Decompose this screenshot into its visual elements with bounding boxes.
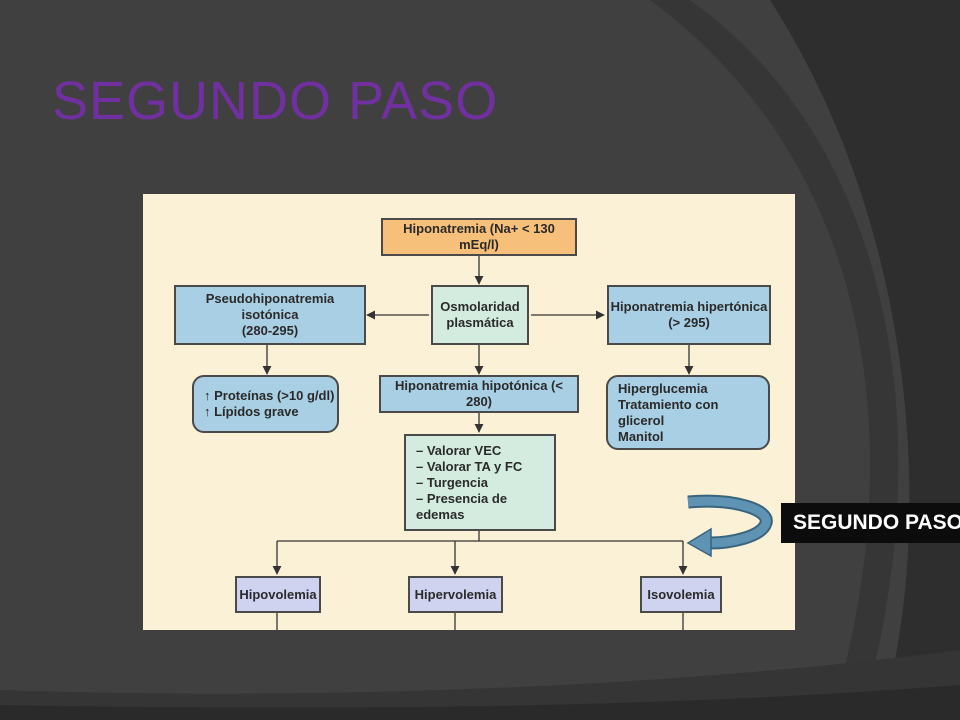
pseudohiponatremia-node: Pseudohiponatremia isotónica (280-295) — [174, 285, 366, 345]
flowchart-connectors — [262, 256, 694, 630]
hiponatremia-hipertonica-node: Hiponatremia hipertónica (> 295) — [607, 285, 771, 345]
hipovolemia-node: Hipovolemia — [235, 576, 321, 613]
hipervolemia-node: Hipervolemia — [408, 576, 503, 613]
curved-arrow-icon — [686, 494, 773, 558]
callout-label: SEGUNDO PASO — [793, 511, 960, 534]
hyponatremia-flowchart: Hiponatremia (Na+ < 130 mEq/l) Osmolarid… — [143, 194, 795, 630]
isovolemia-node: Isovolemia — [640, 576, 722, 613]
root-node: Hiponatremia (Na+ < 130 mEq/l) — [381, 218, 577, 256]
segundo-paso-callout: SEGUNDO PASO — [781, 503, 960, 543]
hiponatremia-hipotonica-node: Hiponatremia hipotónica (< 280) — [379, 375, 579, 413]
pseudohiponatremia-causes-node: ↑ Proteínas (>10 g/dl) ↑ Lípidos grave — [192, 375, 339, 433]
slide-title: SEGUNDO PASO — [52, 71, 499, 131]
osmolaridad-node: Osmolaridad plasmática — [431, 285, 529, 345]
hipertonica-causes-node: Hiperglucemia Tratamiento con glicerol M… — [606, 375, 770, 450]
evaluation-node: – Valorar VEC – Valorar TA y FC – Turgen… — [404, 434, 556, 531]
